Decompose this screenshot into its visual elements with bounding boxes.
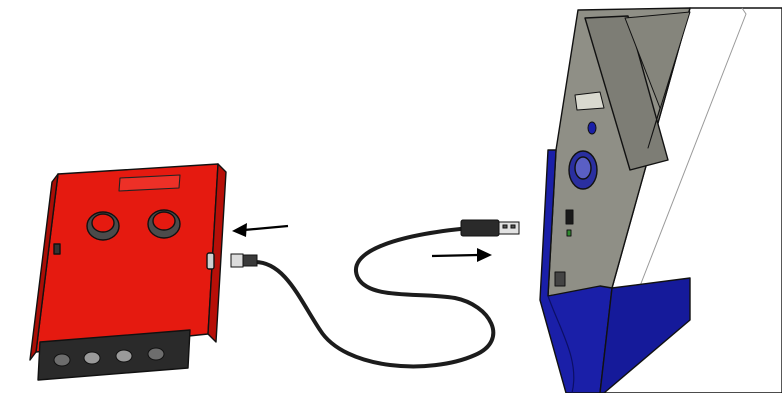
- red-device-icon: [29, 163, 227, 381]
- arrow-to-computer-icon: [431, 248, 492, 262]
- usb-port-icon: [565, 209, 574, 237]
- power-button-icon: [568, 150, 598, 190]
- knob-icon: [86, 211, 120, 241]
- knob-icon: [147, 209, 181, 239]
- usb-cable-icon: [230, 219, 520, 369]
- mini-connector-icon: [230, 253, 258, 268]
- front-jack-icon: [53, 347, 165, 367]
- usb-plug-icon: [460, 219, 520, 237]
- arrow-to-device-icon: [232, 223, 289, 237]
- computer-tower-icon: [539, 7, 782, 393]
